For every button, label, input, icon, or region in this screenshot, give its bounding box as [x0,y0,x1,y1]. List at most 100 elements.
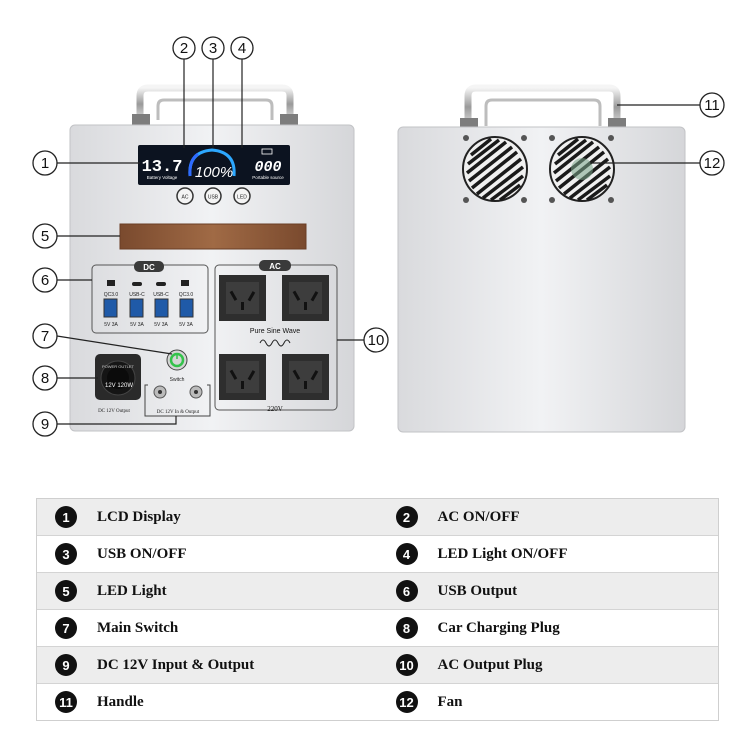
callout-6: 6 [32,267,58,293]
switch-label: Switch [170,377,185,383]
callout-12: 12 [699,150,725,176]
car-socket-caption: DC 12V Output [98,409,130,414]
front-unit: 13.7 Battery Voltage 100% 000 Portable s… [69,84,355,432]
ac-panel-title: AC [269,262,281,271]
fan-grille-right [549,135,615,203]
usb-button[interactable]: USB [204,187,222,205]
legend-item: 3 USB ON/OFF [37,543,378,565]
callout-1: 1 [32,150,58,176]
usb-port[interactable] [129,298,144,318]
svg-text:12: 12 [704,155,721,172]
led-button[interactable]: LED [233,187,251,205]
legend-item: 12 Fan [378,691,719,713]
usb-port-spec: 5V 3A [154,322,168,328]
svg-text:5: 5 [41,228,49,245]
legend-label: Car Charging Plug [437,619,560,636]
legend-label: USB ON/OFF [97,545,187,562]
lcd-output-label: Portable source [252,175,284,180]
usb-port-label: USB-C [129,292,145,298]
svg-text:USB: USB [208,195,219,201]
svg-text:LED: LED [237,195,247,201]
legend-number-badge: 12 [395,691,418,713]
car-charging-socket[interactable]: POWER OUTLET 12V 120W [95,354,141,400]
ac-panel: AC Pure Sine Wave [214,260,338,413]
back-unit [397,84,686,433]
svg-text:4: 4 [238,40,246,57]
usb-port[interactable] [179,298,194,318]
legend-number-badge: 6 [395,580,418,602]
legend-label: Handle [97,693,144,710]
dc-panel: DC QC3.0 5V 3A USB-C 5V 3A USB-C 5V 3A [91,261,209,334]
legend-number-badge: 8 [395,617,418,639]
svg-text:8: 8 [41,370,49,387]
ac-button[interactable]: AC [176,187,194,205]
car-socket-rating: 12V 120W [105,383,133,389]
callout-11: 11 [699,92,725,118]
legend-item: 2 AC ON/OFF [378,506,719,528]
callout-5: 5 [32,223,58,249]
callout-3: 3 [201,36,225,60]
lcd-output-value: 000 [254,159,281,176]
legend-label: AC ON/OFF [437,508,520,525]
fan-grille-left [462,135,528,203]
dc-io-ports: DC 12V In & Output [144,384,211,417]
lcd-battery-value: 13.7 [142,158,183,177]
callout-2: 2 [172,36,196,60]
legend-item: 6 USB Output [378,580,719,602]
legend-number-badge: 2 [395,506,418,528]
usb-port[interactable] [103,298,118,318]
legend-row: 11 Handle 12 Fan [37,684,718,720]
ac-outlet[interactable] [282,275,329,321]
lcd-display: 13.7 Battery Voltage 100% 000 Portable s… [138,145,290,185]
legend-number-badge: 5 [55,580,77,602]
lcd-percent: 100% [195,164,233,181]
legend-number-badge: 10 [395,654,418,676]
callout-lines [56,59,700,425]
legend-number-badge: 11 [55,691,77,713]
dc-io-label: DC 12V In & Output [157,410,200,415]
usb-port[interactable] [154,298,169,318]
legend-item: 8 Car Charging Plug [378,617,719,639]
svg-text:2: 2 [180,40,188,57]
legend-number-badge: 3 [55,543,77,565]
legend-label: Fan [437,693,463,710]
legend-item: 11 Handle [37,691,378,713]
usb-port-spec: 5V 3A [179,322,193,328]
legend-label: Main Switch [97,619,179,636]
back-handle [460,84,626,130]
ac-outlet[interactable] [282,354,329,400]
svg-text:1: 1 [41,155,49,172]
svg-text:AC: AC [182,195,189,201]
callout-9: 9 [32,411,58,437]
svg-text:7: 7 [41,328,49,345]
ac-outlet[interactable] [219,354,266,400]
usb-port-label: QC3.0 [179,292,194,298]
legend-number-badge: 9 [55,654,77,676]
usb-port-label: USB-C [153,292,169,298]
product-diagram: 13.7 Battery Voltage 100% 000 Portable s… [32,36,725,437]
led-light-strip [119,223,307,250]
dc-panel-title: DC [143,263,155,272]
svg-text:11: 11 [704,97,720,114]
ac-outlet[interactable] [219,275,266,321]
legend-number-badge: 1 [55,506,77,528]
usb-port-spec: 5V 3A [130,322,144,328]
svg-text:10: 10 [368,332,385,349]
usb-port-label: QC3.0 [104,292,119,298]
lcd-battery-label: Battery Voltage [147,175,178,180]
legend-label: USB Output [437,582,518,599]
callout-7: 7 [32,323,58,349]
usb-port-spec: 5V 3A [104,322,118,328]
legend-label: LED Light ON/OFF [437,545,568,562]
main-switch[interactable] [166,349,188,371]
front-handle [132,84,298,126]
